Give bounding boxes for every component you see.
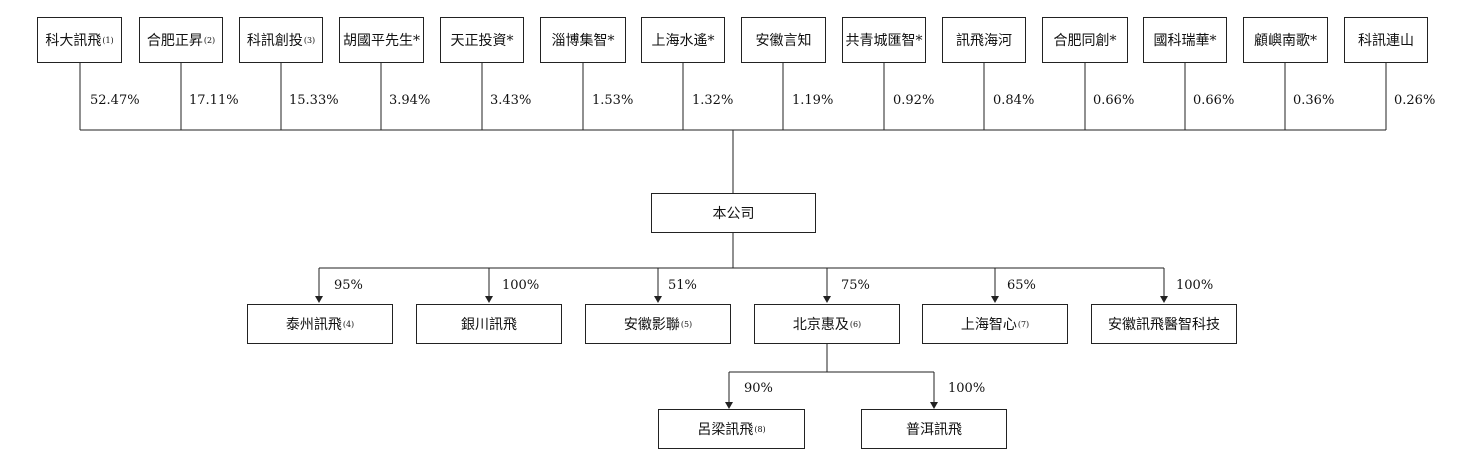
subsidiary-pct-5: 65% [1007,278,1036,293]
shareholder-name: 安徽言知 [755,33,812,49]
shareholding-pct-14: 0.26% [1394,93,1436,108]
shareholder-box-7: 上海水遙* [641,17,725,63]
footnote-marker: (3) [303,35,316,45]
company-name: 本公司 [712,206,755,222]
subsidiary-pct-2: 100% [502,278,540,293]
subsidiary-name: 泰州訊飛 [285,317,342,333]
shareholder-box-3: 科訊創投(3) [239,17,323,63]
shareholder-box-5: 天正投資* [440,17,524,63]
subsidiary-box-4: 北京惠及(6) [754,304,900,344]
footnote-marker: (8) [754,424,766,434]
shareholding-pct-6: 1.53% [592,93,634,108]
shareholder-box-8: 安徽言知 [741,17,826,63]
sub-subsidiary-name: 普洱訊飛 [906,422,962,438]
shareholder-name: 天正投資* [450,33,514,49]
shareholding-pct-8: 1.19% [792,93,834,108]
shareholder-name: 上海水遙* [651,33,715,49]
shareholder-name: 共青城匯智* [845,33,923,49]
shareholder-name: 科大訊飛 [45,33,102,49]
shareholding-pct-1: 52.47% [90,93,140,108]
subsidiary-box-6: 安徽訊飛醫智科技 [1091,304,1237,344]
subsidiary-name: 北京惠及 [792,317,849,333]
shareholder-box-10: 訊飛海河 [942,17,1026,63]
shareholder-name: 胡國平先生* [343,33,420,49]
footnote-marker: (2) [203,35,216,45]
shareholder-box-11: 合肥同創* [1042,17,1128,63]
subsidiary-box-1: 泰州訊飛(4) [247,304,393,344]
shareholding-pct-9: 0.92% [893,93,935,108]
sub-subsidiary-box-1: 呂梁訊飛(8) [658,409,805,449]
subsidiary-pct-3: 51% [668,278,697,293]
subsidiary-box-5: 上海智心(7) [922,304,1068,344]
shareholding-pct-7: 1.32% [692,93,734,108]
shareholding-pct-12: 0.66% [1193,93,1235,108]
shareholding-pct-11: 0.66% [1093,93,1135,108]
shareholding-pct-5: 3.43% [490,93,532,108]
sub-subsidiary-pct-2: 100% [948,381,986,396]
shareholder-box-6: 淄博集智* [540,17,626,63]
shareholding-pct-2: 17.11% [189,93,239,108]
subsidiary-pct-4: 75% [841,278,870,293]
footnote-marker: (7) [1017,319,1030,329]
shareholder-box-9: 共青城匯智* [842,17,926,63]
subsidiary-name: 銀川訊飛 [461,317,517,333]
shareholder-name: 淄博集智* [551,33,615,49]
sub-subsidiary-pct-1: 90% [744,381,773,396]
shareholder-box-12: 國科瑞華* [1143,17,1227,63]
footnote-marker: (6) [849,319,862,329]
shareholding-pct-4: 3.94% [389,93,431,108]
subsidiary-name: 上海智心 [960,317,1017,333]
shareholder-box-14: 科訊連山 [1344,17,1428,63]
shareholding-pct-10: 0.84% [993,93,1035,108]
subsidiary-box-3: 安徽影聯(5) [585,304,731,344]
company-box: 本公司 [651,193,816,233]
shareholder-name: 合肥同創* [1053,33,1117,49]
footnote-marker: (5) [680,319,693,329]
footnote-marker: (1) [102,35,114,45]
sub-subsidiary-box-2: 普洱訊飛 [861,409,1007,449]
shareholder-box-2: 合肥正昇(2) [139,17,223,63]
subsidiary-name: 安徽影聯 [623,317,680,333]
shareholder-name: 合肥正昇 [146,33,203,49]
shareholder-box-1: 科大訊飛(1) [37,17,122,63]
shareholding-pct-13: 0.36% [1293,93,1335,108]
subsidiary-box-2: 銀川訊飛 [416,304,562,344]
shareholder-name: 科訊連山 [1358,33,1414,49]
shareholding-pct-3: 15.33% [289,93,339,108]
shareholder-name: 國科瑞華* [1153,33,1217,49]
shareholder-name: 訊飛海河 [956,33,1012,49]
shareholder-box-13: 顧嶼南歌* [1243,17,1328,63]
sub-subsidiary-name: 呂梁訊飛 [697,422,754,438]
shareholder-name: 顧嶼南歌* [1254,33,1317,49]
subsidiary-name: 安徽訊飛醫智科技 [1108,317,1220,333]
footnote-marker: (4) [342,319,355,329]
subsidiary-pct-1: 95% [334,278,363,293]
subsidiary-pct-6: 100% [1176,278,1214,293]
shareholder-name: 科訊創投 [246,33,303,49]
shareholder-box-4: 胡國平先生* [339,17,424,63]
